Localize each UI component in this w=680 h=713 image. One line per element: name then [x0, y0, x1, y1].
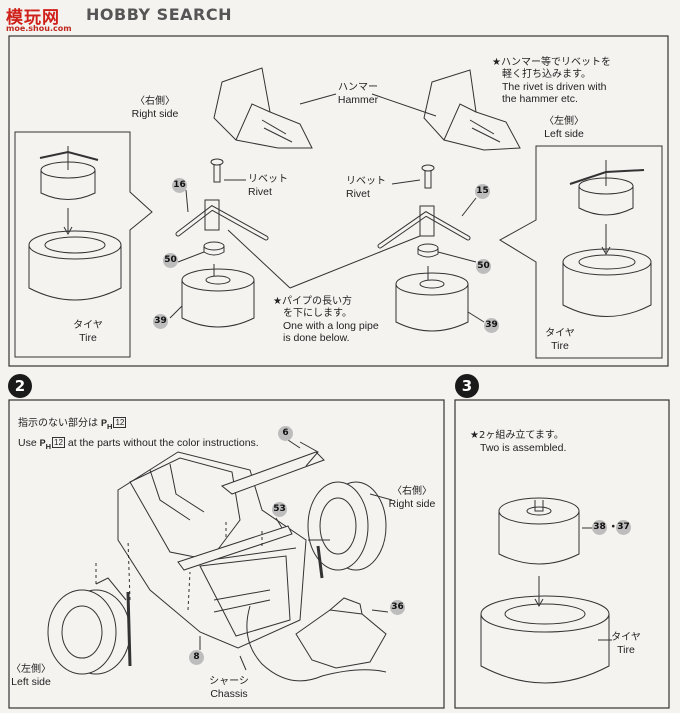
part-number-39-left: 39	[153, 314, 168, 329]
rivet-right-label: リベット Rivet	[346, 176, 386, 200]
paint-code-en: PH	[39, 437, 52, 451]
hammer-note-jp1: ★ハンマー等でリベットを	[492, 57, 611, 68]
color-note-en-post: at the parts without the color instructi…	[67, 436, 259, 449]
paint-letter: P	[101, 418, 108, 428]
part-number-38: 38	[592, 520, 607, 535]
step2-right-side-label: 〈右側〉 Right side	[384, 486, 440, 510]
rivet-left-en: Rivet	[248, 186, 272, 198]
pipe-note-en2: is done below.	[283, 332, 350, 344]
pipe-note-jp2: を下にします。	[283, 308, 352, 319]
part-number-37: 37	[616, 520, 631, 535]
hammer-note-en1: The rivet is driven with	[502, 81, 607, 93]
left-side-label: 〈左側〉 Left side	[536, 116, 592, 140]
pipe-note-en1: One with a long pipe	[283, 320, 379, 332]
hammer-note-jp2: 軽く打ち込みます。	[502, 69, 591, 80]
step3-tire-label: タイヤ Tire	[606, 632, 646, 656]
step2-left-side-en: Left side	[11, 676, 51, 688]
site-logo: 模玩网	[6, 8, 60, 28]
part-number-36: 36	[390, 600, 405, 615]
hammer-note-en2: the hammer etc.	[502, 93, 578, 105]
tire-left-label: タイヤ Tire	[64, 320, 112, 344]
right-side-en: Right side	[131, 108, 179, 120]
left-side-jp: 〈左側〉	[544, 116, 584, 127]
part-number-50-right: 50	[476, 259, 491, 274]
pipe-note: ★パイプの長い方 を下にします。 One with a long pipe is…	[273, 296, 379, 344]
hammer-label: ハンマー Hammer	[328, 82, 388, 106]
rivet-right-en: Rivet	[346, 188, 370, 200]
tire-right-en: Tire	[551, 340, 569, 352]
right-side-label: 〈右側〉 Right side	[126, 96, 184, 120]
part-number-15: 15	[475, 184, 490, 199]
step3-note-en: Two is assembled.	[480, 442, 567, 454]
tire-left-en: Tire	[79, 332, 97, 344]
pipe-note-jp1: ★パイプの長い方	[273, 296, 352, 307]
step2-left-side-label: 〈左側〉 Left side	[8, 664, 54, 688]
chassis-en: Chassis	[210, 688, 248, 700]
color-note-jp: 指示のない部分は	[18, 418, 98, 429]
part-separator: ・	[608, 521, 619, 533]
hammer-note: ★ハンマー等でリベットを 軽く打ち込みます。 The rivet is driv…	[492, 57, 611, 105]
paint-code-jp: PH	[101, 418, 113, 431]
part-number-16: 16	[172, 178, 187, 193]
part-number-39-right: 39	[484, 318, 499, 333]
chassis-jp: シャーシ	[209, 676, 249, 687]
paint-sub: H	[107, 421, 113, 431]
paint-number-box-en: 12	[52, 436, 65, 448]
step2-left-side-jp: 〈左側〉	[11, 664, 51, 675]
right-side-jp: 〈右側〉	[135, 96, 175, 107]
rivet-left-label: リベット Rivet	[248, 174, 288, 198]
chassis-label: シャーシ Chassis	[204, 676, 254, 700]
step3-note: ★2ヶ組み立てます。 Two is assembled.	[470, 430, 566, 454]
tire-left-jp: タイヤ	[73, 320, 103, 331]
part-number-53: 53	[272, 502, 287, 517]
hammer-jp: ハンマー	[338, 82, 378, 93]
step3-tire-en: Tire	[617, 644, 635, 656]
part-number-50-left: 50	[163, 253, 178, 268]
site-url: moe.shou.com	[6, 24, 72, 33]
tire-right-jp: タイヤ	[545, 328, 575, 339]
tire-right-label: タイヤ Tire	[540, 328, 580, 352]
step3-tire-jp: タイヤ	[611, 632, 641, 643]
step3-note-jp: ★2ヶ組み立てます。	[470, 430, 564, 441]
step2-right-side-jp: 〈右側〉	[392, 486, 432, 497]
step2-right-side-en: Right side	[388, 498, 436, 510]
rivet-left-jp: リベット	[248, 174, 288, 185]
hammer-en: Hammer	[337, 94, 379, 106]
rivet-right-jp: リベット	[346, 176, 386, 187]
paint-letter-en: P	[39, 437, 46, 448]
left-side-en: Left side	[544, 128, 584, 140]
step-number-2: 2	[8, 374, 32, 398]
color-note-en-pre: Use	[18, 436, 37, 449]
site-logo-text: HOBBY SEARCH	[86, 5, 232, 24]
part-number-8: 8	[189, 650, 204, 665]
part-number-6: 6	[278, 426, 293, 441]
paint-number-box: 12	[113, 417, 127, 428]
paint-sub-en: H	[45, 441, 52, 451]
site-header: 模玩网 HOBBY SEARCH moe.shou.com	[0, 0, 680, 33]
step-number-3: 3	[455, 374, 479, 398]
